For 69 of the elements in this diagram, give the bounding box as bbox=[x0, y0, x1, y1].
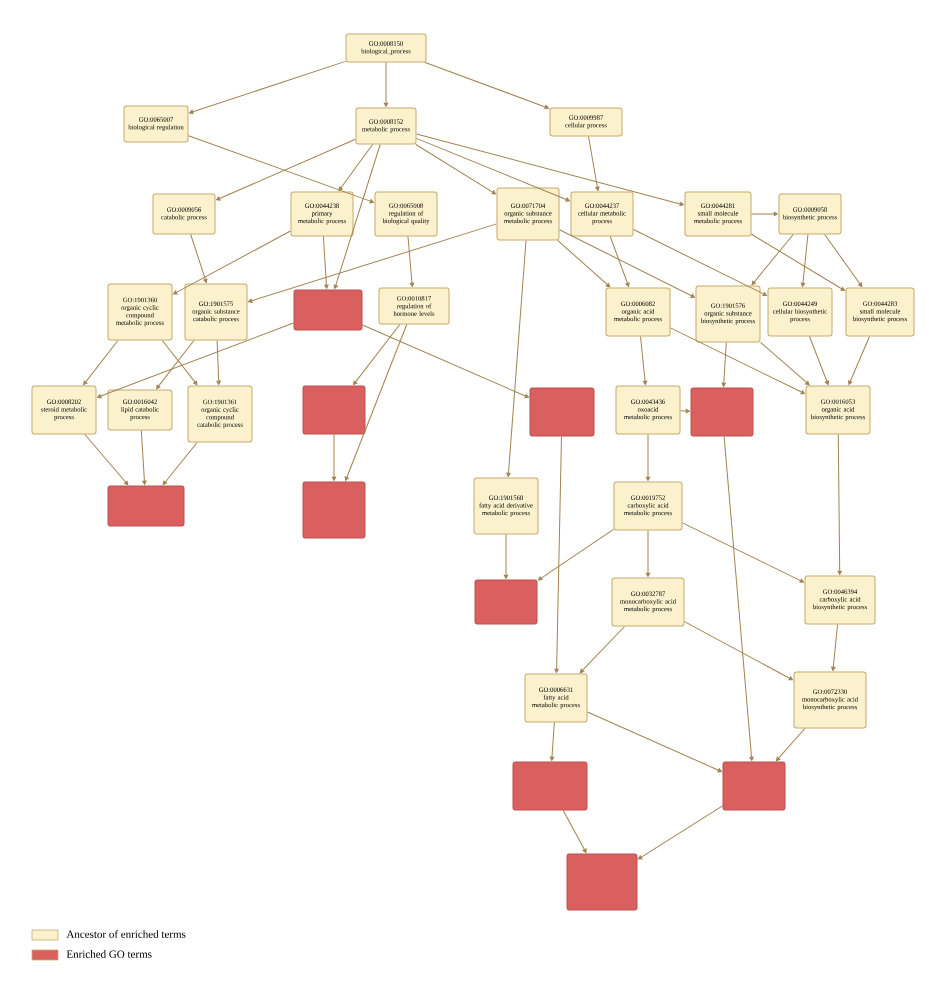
arrow bbox=[416, 137, 570, 202]
arrow bbox=[83, 340, 119, 386]
arrow bbox=[333, 144, 381, 289]
arrow bbox=[216, 138, 356, 201]
arrow bbox=[416, 133, 684, 207]
arrow bbox=[637, 805, 723, 860]
arrow bbox=[322, 236, 329, 289]
arrow bbox=[353, 324, 401, 386]
arrow bbox=[824, 234, 863, 288]
enriched-term-box bbox=[690, 387, 754, 437]
arrow bbox=[84, 434, 129, 486]
arrow bbox=[837, 434, 842, 575]
arrow bbox=[587, 711, 722, 773]
enriched-term-box bbox=[107, 485, 185, 527]
arrow bbox=[338, 144, 374, 192]
arrow bbox=[723, 436, 754, 761]
arrow bbox=[684, 621, 793, 681]
arrow bbox=[557, 240, 611, 288]
arrow bbox=[424, 62, 549, 110]
enriched-term-box bbox=[474, 579, 538, 625]
arrow bbox=[645, 530, 651, 577]
arrow bbox=[415, 144, 497, 195]
arrow bbox=[140, 430, 147, 485]
arrow bbox=[554, 436, 562, 673]
arrow bbox=[248, 223, 497, 303]
arrow bbox=[344, 324, 408, 481]
arrow bbox=[831, 624, 839, 671]
enriched-term-box bbox=[529, 387, 595, 437]
enriched-term-box bbox=[302, 385, 366, 435]
arrow bbox=[559, 229, 695, 298]
arrow bbox=[162, 442, 198, 486]
arrow bbox=[670, 327, 805, 395]
arrow bbox=[682, 522, 804, 583]
arrow bbox=[609, 236, 630, 287]
enriched-term-box bbox=[293, 289, 363, 331]
arrow bbox=[189, 60, 346, 115]
arrow bbox=[407, 236, 415, 287]
arrow bbox=[809, 336, 830, 385]
arrow bbox=[362, 324, 529, 399]
arrow bbox=[190, 234, 208, 283]
arrow bbox=[645, 434, 651, 481]
arrow bbox=[775, 728, 806, 762]
arrow bbox=[721, 342, 727, 387]
arrow bbox=[800, 234, 809, 287]
enriched-term-box bbox=[302, 481, 366, 539]
arrow bbox=[549, 722, 555, 761]
arrow bbox=[588, 136, 600, 191]
enriched-term-box bbox=[722, 761, 786, 811]
arrow bbox=[640, 336, 648, 385]
arrow bbox=[848, 336, 870, 385]
arrow bbox=[383, 62, 389, 107]
arrow bbox=[331, 434, 337, 481]
arrow bbox=[760, 341, 810, 386]
arrow bbox=[216, 340, 221, 385]
arrow bbox=[537, 528, 614, 581]
arrow bbox=[680, 408, 690, 414]
arrow bbox=[562, 810, 587, 853]
arrow bbox=[97, 322, 294, 399]
enriched-term-box bbox=[512, 761, 588, 811]
arrow bbox=[751, 234, 794, 286]
arrow bbox=[633, 229, 767, 297]
arrow bbox=[503, 534, 509, 579]
arrow bbox=[751, 211, 778, 217]
arrow bbox=[188, 135, 374, 204]
arrow bbox=[173, 230, 291, 295]
arrow bbox=[579, 626, 626, 674]
arrow bbox=[506, 240, 527, 477]
enriched-term-box bbox=[566, 853, 638, 911]
arrow bbox=[751, 233, 846, 292]
